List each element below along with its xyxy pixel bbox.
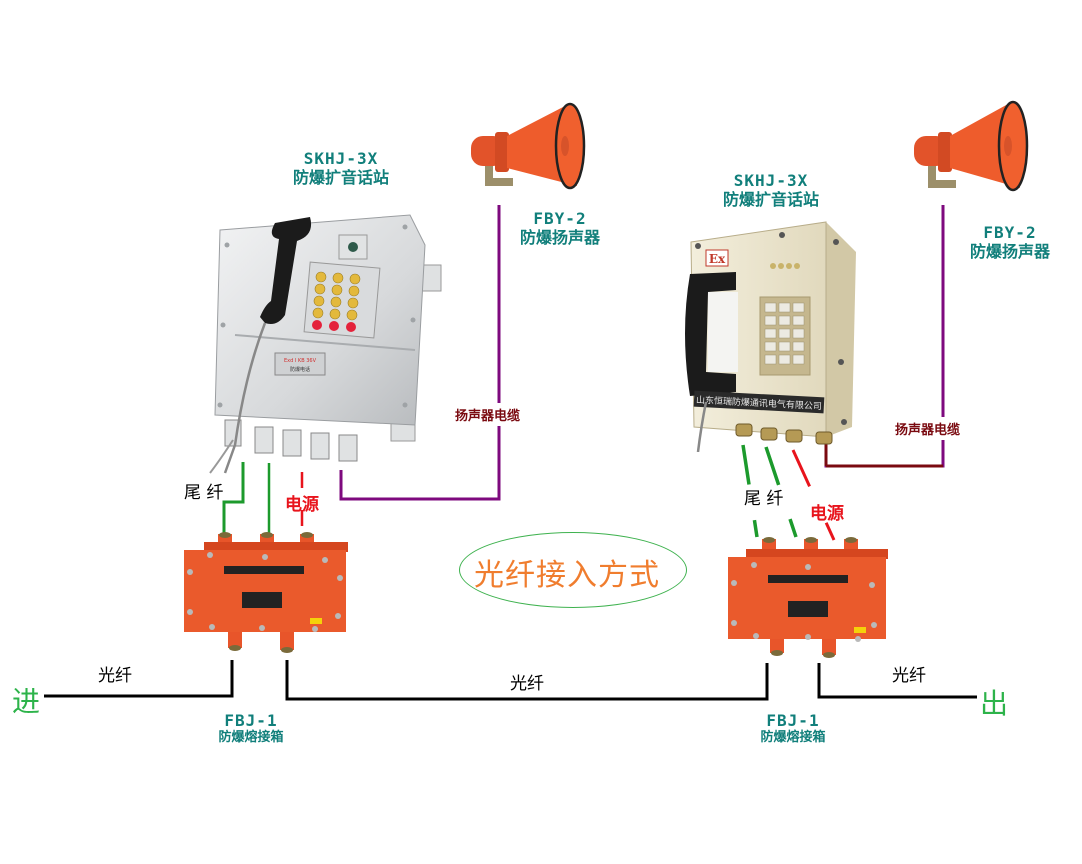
power-line-right [791,449,836,541]
tail-fiber-right-1 [741,444,759,538]
splice-box-right-device[interactable] [712,533,912,663]
tail-fiber-right-2 [764,446,798,538]
station-left-device[interactable]: Exd I KB 36V 防爆电话 [205,205,445,475]
explosion-proof-phone-icon: Exd I KB 36V 防爆电话 [209,214,442,474]
station-right-model: SKHJ-3X [733,171,809,190]
tail-fiber-label-left: 尾 纤 [184,483,224,503]
tail-fiber-label-right: 尾 纤 [744,489,784,509]
speaker-right-device[interactable] [908,96,1033,196]
ex-mark: Ex [709,252,726,266]
station-left-label: SKHJ-3X 防爆扩音话站 [276,150,406,188]
station-right-label: SKHJ-3X 防爆扩音话站 [706,172,836,210]
speaker-cable-label-left: 扬声器电缆 [455,403,521,426]
speaker-right-name: 防爆扬声器 [969,242,1050,261]
svg-text:Exd I KB 36V: Exd I KB 36V [284,358,317,364]
fiber-out-endpoint: 出 [980,687,1009,720]
fiber-in-line [44,660,234,698]
access-method-title: 光纤接入方式 [474,558,660,593]
svg-text:防爆电话: 防爆电话 [290,366,310,373]
power-label-right: 电源 [810,504,844,524]
speaker-cable-left [339,205,501,501]
splice-box-left-model: FBJ-1 [224,711,278,730]
power-label-left: 电源 [285,495,319,515]
splice-box-icon [728,537,888,658]
splice-box-right-model: FBJ-1 [766,711,820,730]
fiber-label-out: 光纤 [892,666,926,686]
splice-box-left-label: FBJ-1 防爆熔接箱 [196,712,306,746]
splice-box-icon [184,532,348,653]
speaker-right-label: FBY-2 防爆扬声器 [955,224,1065,262]
tail-fiber-left-1 [222,462,245,535]
fiber-out-line [817,663,977,699]
speaker-left-name: 防爆扬声器 [519,228,600,247]
splice-box-left-device[interactable] [180,530,380,660]
horn-speaker-icon [914,100,1029,192]
horn-speaker-icon [471,102,586,190]
speaker-left-device[interactable] [465,98,590,194]
speaker-left-label: FBY-2 防爆扬声器 [505,210,615,248]
splice-box-left-name: 防爆熔接箱 [218,730,284,745]
speaker-right-model: FBY-2 [983,223,1037,242]
splice-box-right-name: 防爆熔接箱 [760,730,826,745]
speaker-cable-label-right: 扬声器电缆 [895,417,961,440]
station-right-device[interactable]: Ex 山东恒瑞防爆通讯电气有限公司 [676,212,866,452]
station-right-name: 防爆扩音话站 [722,190,819,209]
explosion-proof-phone-icon: Ex 山东恒瑞防爆通讯电气有限公司 [685,221,856,452]
access-method-banner [459,532,687,608]
fiber-in-endpoint: 进 [12,685,41,718]
fiber-middle-line [285,660,769,701]
fiber-label-in: 光纤 [98,666,132,686]
speaker-left-model: FBY-2 [533,209,587,228]
splice-box-right-label: FBJ-1 防爆熔接箱 [738,712,848,746]
fiber-label-middle: 光纤 [510,674,544,694]
station-left-name: 防爆扩音话站 [292,168,389,187]
station-left-model: SKHJ-3X [303,149,379,168]
